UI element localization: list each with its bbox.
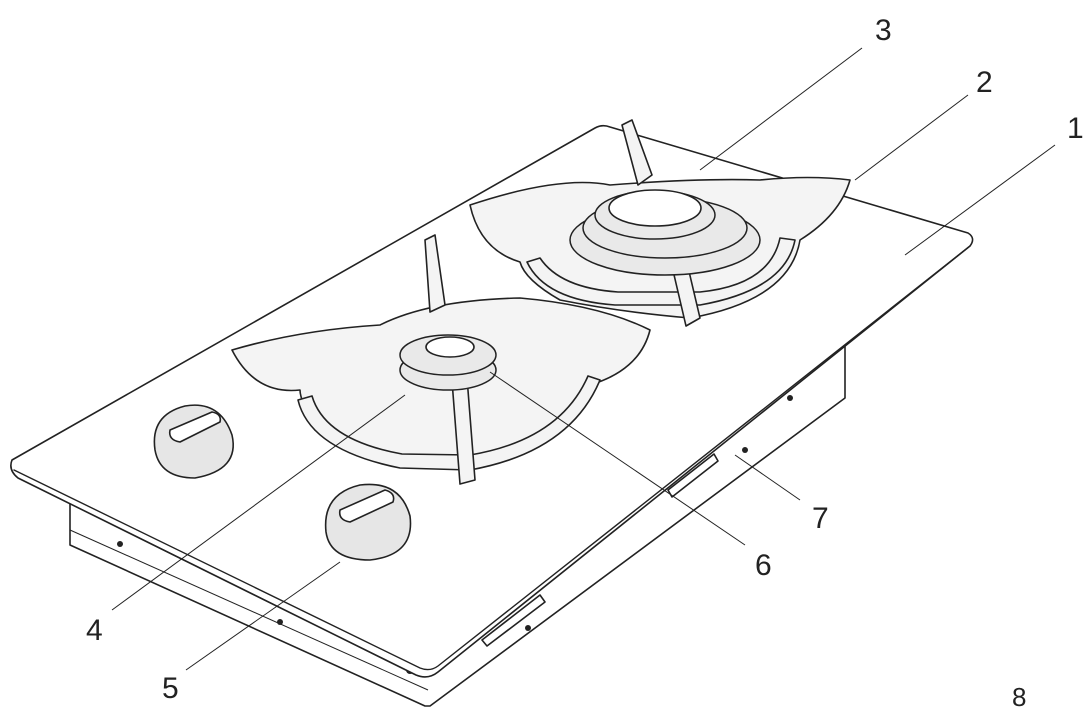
- leader-1: [904, 144, 1056, 256]
- callout-7: 7: [812, 502, 829, 535]
- leader-2: [854, 94, 969, 181]
- callout-3: 3: [875, 14, 892, 47]
- front-knob: [324, 483, 412, 561]
- side-vent-front: [481, 594, 546, 647]
- leader-lines: [111, 47, 1056, 671]
- callout-5: 5: [162, 672, 179, 705]
- rear-burner: [569, 189, 761, 276]
- leader-7: [734, 454, 801, 501]
- leader-5: [185, 561, 341, 671]
- leader-4: [111, 394, 406, 611]
- callout-6: 6: [755, 549, 772, 582]
- rear-knob: [153, 404, 234, 479]
- callout-2: 2: [976, 66, 993, 99]
- page-number: 8: [1012, 682, 1026, 712]
- callout-4: 4: [86, 614, 103, 647]
- leader-3: [699, 47, 863, 171]
- callout-1: 1: [1067, 112, 1084, 145]
- leader-6: [489, 371, 746, 546]
- front-burner: [399, 334, 497, 391]
